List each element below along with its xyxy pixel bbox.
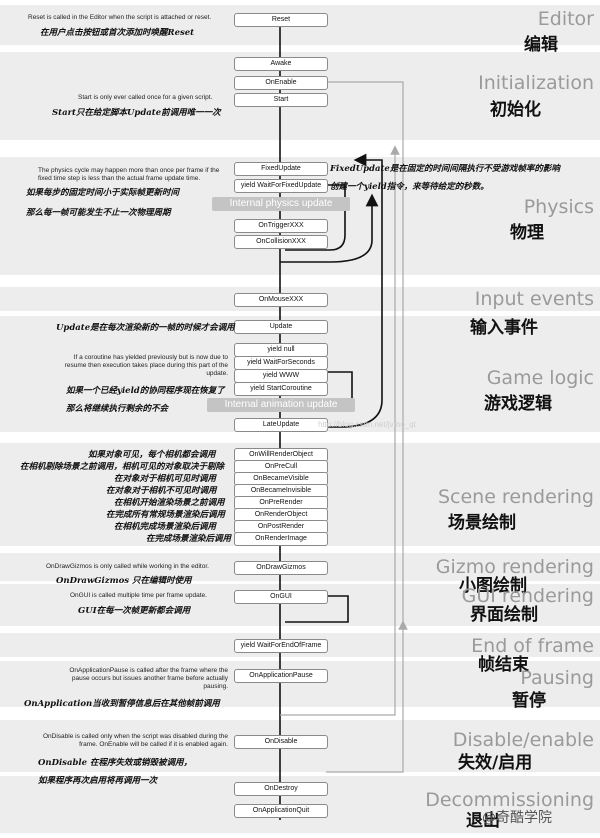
box-yield-null: yield null xyxy=(234,343,328,357)
watermark-brand: @奇酷学院 xyxy=(482,810,552,826)
box-yield-eof: yield WaitForEndOfFrame xyxy=(234,639,328,653)
cn-gizmos: OnDrawGizmos 只在编辑时使用 xyxy=(56,576,192,586)
cn-yield-fixed: 创建一个yield指令，来等待给定的秒数。 xyxy=(330,182,489,192)
section-editor-title: Editor xyxy=(537,8,594,30)
note-start: Start is only ever called once for a giv… xyxy=(78,94,213,101)
box-onenable: OnEnable xyxy=(234,76,328,90)
cn-render-1: 如果对象可见，每个相机都会调用 xyxy=(88,450,216,460)
box-renderimage: OnRenderImage xyxy=(234,532,328,546)
note-disable: OnDisable is called only when the script… xyxy=(43,733,228,748)
cn-render-8: 在完成场景渲染后调用 xyxy=(146,534,232,544)
section-input-cn: 输入事件 xyxy=(470,318,538,338)
cn-coroutine-2: 那么将继续执行剩余的不会 xyxy=(66,404,169,414)
section-gui-cn: 界面绘制 xyxy=(470,605,538,625)
section-eof-cn: 帧结束 xyxy=(478,655,529,675)
section-eof-title: End of frame xyxy=(471,635,594,657)
box-awake: Awake xyxy=(234,57,328,71)
section-gizmo-title: Gizmo rendering xyxy=(435,556,594,578)
internal-physics-update: Internal physics update xyxy=(212,197,350,211)
section-disable-title: Disable/enable xyxy=(452,729,594,751)
note-coroutine: If a coroutine has yielded previously bu… xyxy=(64,354,228,377)
section-game-cn: 游戏逻辑 xyxy=(484,394,552,414)
section-pausing-title: Pausing xyxy=(520,667,594,689)
section-physics-title: Physics xyxy=(523,196,594,218)
section-init-title: Initialization xyxy=(478,72,594,94)
section-disable-cn: 失效/启用 xyxy=(458,753,533,773)
box-update: Update xyxy=(234,320,328,334)
section-physics-cn: 物理 xyxy=(510,223,544,243)
box-start: Start xyxy=(234,93,328,107)
cn-render-6: 在完成所有常规场景渲染后调用 xyxy=(106,510,226,520)
note-reset: Reset is called in the Editor when the s… xyxy=(28,14,212,21)
box-yield-coroutine: yield StartCoroutine xyxy=(234,382,328,396)
cn-start: Start只在给定脚本Update前调用唯一一次 xyxy=(52,108,221,118)
box-collisionxxx: OnCollisionXXX xyxy=(234,235,328,249)
cn-render-2: 在相机剔除场景之前调用，相机可见的对象取决于剔除 xyxy=(20,462,225,472)
box-mousexxx: OnMouseXXX xyxy=(234,293,328,307)
cn-render-7: 在相机完成场景渲染后调用 xyxy=(114,522,217,532)
section-pausing-cn: 暂停 xyxy=(512,691,546,711)
cn-fixedupdate: FixedUpdate是在固定的时间间隔执行不受游戏帧率的影响 xyxy=(330,164,560,174)
watermark-url: http://blog.csdn.net/jvmo_qt xyxy=(318,420,416,429)
box-triggerxxx: OnTriggerXXX xyxy=(234,219,328,233)
box-apppause: OnApplicationPause xyxy=(234,669,328,683)
section-input-title: Input events xyxy=(474,288,594,310)
internal-animation-update: Internal animation update xyxy=(207,398,355,412)
section-decom-title: Decommissioning xyxy=(425,789,594,811)
cn-disable-2: 如果程序再次启用将再调用一次 xyxy=(38,776,158,786)
cn-render-4: 在对象对于相机不可见时调用 xyxy=(106,486,217,496)
cn-render-5: 在相机开始渲染场景之前调用 xyxy=(114,498,225,508)
box-ongui: OnGUI xyxy=(234,590,328,604)
section-decom-cn: 退出 xyxy=(466,811,500,831)
note-pause: OnApplicationPause is called after the f… xyxy=(69,667,228,690)
note-gui: OnGUI is called multiple time per frame … xyxy=(70,592,207,599)
section-init-cn: 初始化 xyxy=(490,100,541,120)
box-lateupdate: LateUpdate xyxy=(234,418,328,432)
section-scene-cn: 场景绘制 xyxy=(448,513,516,533)
section-gizmo-cn: 小图绘制 xyxy=(459,576,527,596)
section-scene-title: Scene rendering xyxy=(437,486,594,508)
cn-render-3: 在对象对于相机可见时调用 xyxy=(114,474,217,484)
note-gizmos: OnDrawGizmos is only called while workin… xyxy=(46,563,209,570)
box-appquit: OnApplicationQuit xyxy=(234,804,328,818)
box-drawgizmos: OnDrawGizmos xyxy=(234,561,328,575)
cn-update: Update是在每次渲染新的一帧的时候才会调用 xyxy=(56,323,235,333)
cn-physics-1: 如果每步的固定时间小于实际帧更新时间 xyxy=(26,188,180,198)
cn-gui: GUI在每一次帧更新都会调用 xyxy=(78,606,191,616)
cn-pause: OnApplication当收到暂停信息后在其他帧前调用 xyxy=(24,699,220,709)
box-ondestroy: OnDestroy xyxy=(234,782,328,796)
cn-disable-1: OnDisable 在程序失效或销毁被调用， xyxy=(38,758,193,768)
band-physics xyxy=(0,157,600,275)
box-yield-www: yield WWW xyxy=(234,369,328,383)
cn-coroutine-1: 如果一个已经yield的协同程序现在恢复了 xyxy=(66,386,225,396)
box-yield-seconds: yield WaitForSeconds xyxy=(234,356,328,370)
box-reset: Reset xyxy=(234,13,328,27)
cn-physics-2: 那么每一帧可能发生不止一次物理周期 xyxy=(26,208,171,218)
box-fixedupdate: FixedUpdate xyxy=(234,162,328,176)
section-gui-title: GUI rendering xyxy=(461,585,594,607)
section-editor-cn: 编辑 xyxy=(524,35,558,55)
box-ondisable: OnDisable xyxy=(234,735,328,749)
box-yield-fixed: yield WaitForFixedUpdate xyxy=(234,179,328,193)
band-pausing xyxy=(0,661,600,707)
cn-reset: 在用户点击按钮或首次添加时唤醒Reset xyxy=(40,28,195,38)
note-physics: The physics cycle may happen more than o… xyxy=(38,167,220,182)
section-game-title: Game logic xyxy=(486,367,594,389)
